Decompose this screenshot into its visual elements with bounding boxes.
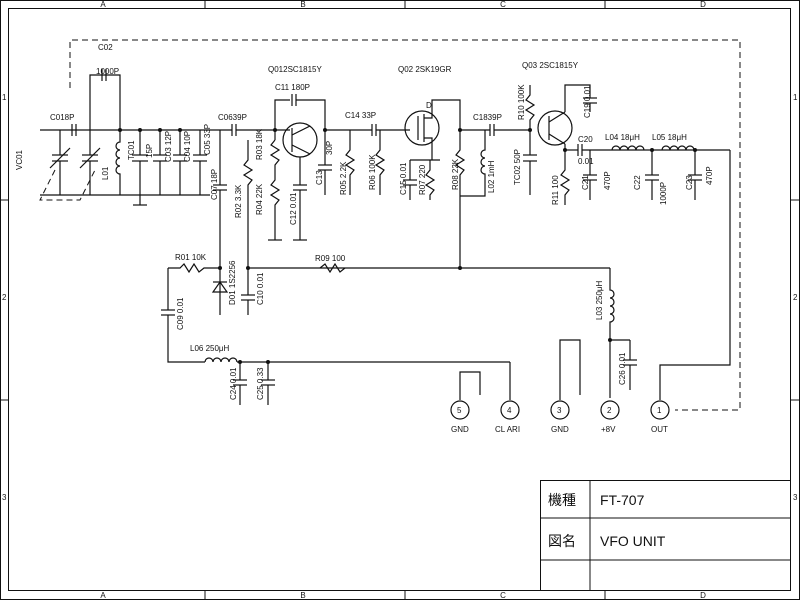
label-c11: C11 180P xyxy=(275,83,310,92)
pin-3 xyxy=(550,400,570,420)
label-c25: C25 0.33 xyxy=(256,367,265,400)
label-c23-value: 470P xyxy=(705,166,714,185)
grid-row-3-right: 3 xyxy=(793,493,798,502)
label-c21-value: 470P xyxy=(603,171,612,190)
label-tc01-value: 15P xyxy=(145,144,154,158)
label-c02: C02 xyxy=(98,43,113,52)
transistor-q03 xyxy=(537,110,573,146)
label-c02-value: 1000P xyxy=(96,67,119,76)
label-c03: C03 12P xyxy=(164,131,173,162)
label-tc02: TC02 50P xyxy=(513,149,522,185)
pin-3-number: 3 xyxy=(557,406,562,415)
label-r05: R05 2.2K xyxy=(339,161,348,195)
label-c14: C14 33P xyxy=(345,111,376,120)
grid-col-c-bottom: C xyxy=(500,591,506,600)
pin-5-label: GND xyxy=(451,425,469,434)
pin-2-number: 2 xyxy=(607,406,612,415)
label-r04: R04 22K xyxy=(255,183,264,215)
grid-row-3-left: 3 xyxy=(2,493,7,502)
label-c18: C1839P xyxy=(473,113,502,122)
grid-col-c-top: C xyxy=(500,0,506,9)
transistor-q02 xyxy=(404,110,440,146)
grid-col-d-bottom: D xyxy=(700,591,706,600)
inner-border xyxy=(8,8,791,591)
grid-col-d-top: D xyxy=(700,0,706,9)
model-value: FT-707 xyxy=(600,492,645,508)
shield-outline xyxy=(69,39,741,411)
grid-row-2-right: 2 xyxy=(793,293,798,302)
drawing-name-field-label: 図名 xyxy=(548,533,576,549)
pin-4 xyxy=(500,400,520,420)
label-tc01: TC01 xyxy=(127,140,136,160)
label-c23: C23 xyxy=(685,175,694,190)
label-c20-value: 0.01 xyxy=(578,157,594,166)
label-q02-drain: D xyxy=(426,101,432,110)
label-c12: C12 0.01 xyxy=(289,192,298,225)
grid-col-b-bottom: B xyxy=(300,591,305,600)
label-r09: R09 100 xyxy=(315,254,346,263)
label-c19: C19 0.01 xyxy=(583,85,592,118)
label-c15: C15 0.01 xyxy=(399,162,408,195)
pin-2-label: +8V xyxy=(601,425,616,434)
drawing-name-value: VFO UNIT xyxy=(600,533,666,549)
label-l01: L01 xyxy=(101,166,110,180)
label-q03: Q03 2SC1815Y xyxy=(522,61,579,70)
label-l02: L02 1mH xyxy=(487,160,496,193)
pin-4-number: 4 xyxy=(507,406,512,415)
pin-1-label: OUT xyxy=(651,425,668,434)
label-c07: C07 18P xyxy=(210,169,219,200)
label-r03: R03 18K xyxy=(255,128,264,160)
grid-col-a-bottom: A xyxy=(100,591,106,600)
label-c10: C10 0.01 xyxy=(256,272,265,305)
label-c05: C05 33P xyxy=(203,124,212,155)
pin-4-label: CL ARI xyxy=(495,425,520,434)
label-q02: Q02 2SK19GR xyxy=(398,65,452,74)
label-c20: C20 xyxy=(578,135,593,144)
label-l04: L04 18μH xyxy=(605,133,640,142)
label-c04: C04 10P xyxy=(183,131,192,162)
pin-1-number: 1 xyxy=(657,406,662,415)
label-c13: C13 xyxy=(315,170,324,185)
pin-3-label: GND xyxy=(551,425,569,434)
grid-row-1-left: 1 xyxy=(2,93,7,102)
label-r10: R10 100K xyxy=(517,84,526,120)
title-block xyxy=(540,480,791,591)
label-vc01: VC01 xyxy=(15,149,24,170)
label-r11: R11 100 xyxy=(551,175,560,205)
label-r02: R02 3.3K xyxy=(234,184,243,218)
label-c06: C0639P xyxy=(218,113,247,122)
label-c21: C21 xyxy=(581,175,590,190)
label-c13-value: 30P xyxy=(325,141,334,155)
label-c26: C26 0.01 xyxy=(618,352,627,385)
grid-row-1-right: 1 xyxy=(793,93,798,102)
label-l06: L06 250μH xyxy=(190,344,230,353)
label-r06: R06 100K xyxy=(368,154,377,190)
pin-5-number: 5 xyxy=(457,406,462,415)
label-c24: C24 0.01 xyxy=(229,367,238,400)
pin-2 xyxy=(600,400,620,420)
pin-5 xyxy=(450,400,470,420)
label-c09: C09 0.01 xyxy=(176,297,185,330)
label-l05: L05 18μH xyxy=(652,133,687,142)
grid-row-2-left: 2 xyxy=(2,293,7,302)
grid-col-b-top: B xyxy=(300,0,305,9)
label-d01: D01 1S2256 xyxy=(228,260,237,305)
pin-1 xyxy=(650,400,670,420)
label-r08: R08 22K xyxy=(451,158,460,190)
model-field-label: 機種 xyxy=(548,492,576,508)
label-q01: Q012SC1815Y xyxy=(268,65,322,74)
label-r01: R01 10K xyxy=(175,253,207,262)
transistor-q01 xyxy=(282,122,318,158)
label-c22: C22 xyxy=(633,175,642,190)
label-r07: R07 220 xyxy=(418,164,427,195)
label-c01: C018P xyxy=(50,113,74,122)
label-c22-value: 1000P xyxy=(659,182,668,205)
label-l03: L03 250μH xyxy=(595,280,604,320)
grid-col-a-top: A xyxy=(100,0,106,9)
